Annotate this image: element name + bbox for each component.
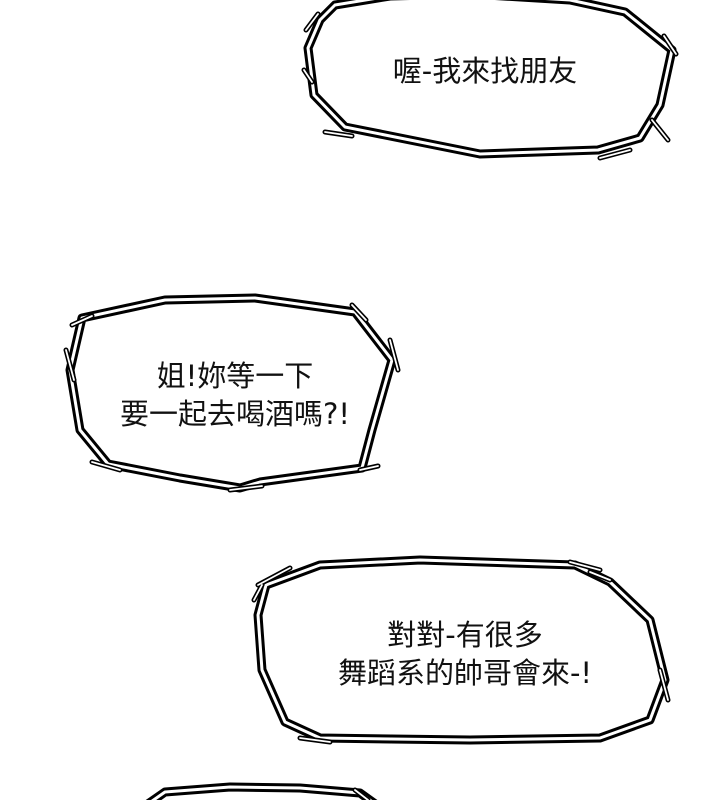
dialogue-line: 姐!妳等一下 — [156, 359, 314, 393]
dialogue-line: 舞蹈系的帥哥會來-! — [337, 656, 593, 690]
dialogue-line: 喔-我來找朋友 — [392, 54, 578, 88]
speech-bubble-4-outline — [145, 782, 378, 800]
speech-bubble-3-text: 對對-有很多 舞蹈系的帥哥會來-! — [290, 616, 640, 692]
dialogue-line: 對對-有很多 — [387, 618, 543, 652]
speech-bubble-1-text: 喔-我來找朋友 — [360, 52, 610, 90]
speech-bubble-2-outline — [63, 293, 401, 493]
speech-bubble-1-outline — [301, 0, 679, 161]
dialogue-line: 要一起去喝酒嗎?! — [119, 397, 351, 431]
speech-bubble-2-text: 姐!妳等一下 要一起去喝酒嗎?! — [90, 357, 380, 433]
speech-bubble-3-outline — [251, 555, 671, 745]
